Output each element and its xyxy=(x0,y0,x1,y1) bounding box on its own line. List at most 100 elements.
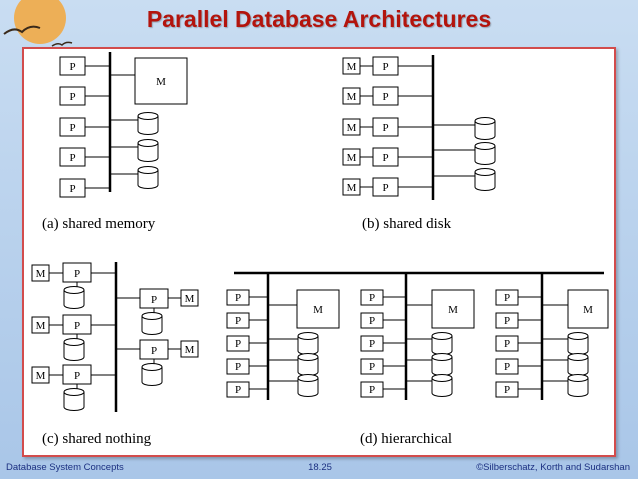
processor-box: P xyxy=(59,178,86,198)
caption-shared-disk: (b) shared disk xyxy=(362,216,452,232)
processor-box: P xyxy=(226,358,250,375)
svg-text:M: M xyxy=(347,152,357,164)
svg-text:P: P xyxy=(382,122,388,134)
svg-text:P: P xyxy=(69,61,75,73)
processor-box: P xyxy=(360,312,384,329)
memory-box: M xyxy=(342,148,361,166)
svg-text:P: P xyxy=(369,361,375,373)
processor-box: P xyxy=(495,335,519,352)
memory-box: M xyxy=(342,57,361,75)
svg-text:P: P xyxy=(235,384,241,396)
sun-icon xyxy=(14,0,66,44)
disk-icon xyxy=(431,353,453,376)
svg-text:P: P xyxy=(382,182,388,194)
svg-text:M: M xyxy=(448,304,458,316)
svg-text:M: M xyxy=(156,76,166,88)
processor-box: P xyxy=(495,358,519,375)
slide-logo xyxy=(0,0,80,56)
svg-text:M: M xyxy=(185,344,195,356)
svg-text:M: M xyxy=(583,304,593,316)
processor-box: P xyxy=(59,117,86,137)
shared-disk-diagram: M M M M M P P P P P (b) shared disk xyxy=(342,55,496,232)
svg-text:P: P xyxy=(151,345,157,357)
hierarchical-diagram: P P P P P M P P P P P xyxy=(226,271,609,447)
memory-box: M xyxy=(296,289,340,329)
svg-text:P: P xyxy=(504,338,510,350)
processor-box: P xyxy=(372,177,399,197)
processor-box: P xyxy=(62,364,92,385)
slide-title: Parallel Database Architectures xyxy=(146,6,492,32)
memory-box: M xyxy=(180,340,199,358)
svg-text:P: P xyxy=(382,91,388,103)
processor-box: P xyxy=(62,262,92,283)
processor-box: P xyxy=(139,288,169,309)
svg-text:P: P xyxy=(382,152,388,164)
caption-shared-nothing: (c) shared nothing xyxy=(42,431,152,447)
disk-icon xyxy=(567,353,589,376)
disk-icon xyxy=(567,374,589,397)
svg-text:P: P xyxy=(504,292,510,304)
processor-box: P xyxy=(360,358,384,375)
disk-icon xyxy=(431,374,453,397)
svg-text:P: P xyxy=(504,315,510,327)
svg-text:M: M xyxy=(347,91,357,103)
svg-text:P: P xyxy=(504,384,510,396)
disk-icon xyxy=(137,166,159,189)
processor-box: P xyxy=(59,147,86,167)
memory-box: M xyxy=(342,118,361,136)
disk-icon xyxy=(297,374,319,397)
disk-icon xyxy=(63,286,85,309)
disk-icon xyxy=(474,168,496,191)
svg-text:P: P xyxy=(151,294,157,306)
svg-text:P: P xyxy=(369,338,375,350)
hierarchical-node: P P P P P M xyxy=(495,273,609,400)
svg-text:M: M xyxy=(313,304,323,316)
processor-box: P xyxy=(372,147,399,167)
processor-box: P xyxy=(226,289,250,306)
disk-icon xyxy=(141,363,163,386)
memory-box: M xyxy=(342,87,361,105)
svg-text:P: P xyxy=(504,361,510,373)
svg-text:P: P xyxy=(74,320,80,332)
disk-icon xyxy=(431,332,453,355)
hierarchical-node: P P P P P M xyxy=(360,273,475,400)
disk-icon xyxy=(141,312,163,335)
svg-text:P: P xyxy=(369,384,375,396)
svg-text:P: P xyxy=(235,361,241,373)
bird-icon-small xyxy=(51,41,73,47)
processor-box: P xyxy=(372,86,399,106)
processor-box: P xyxy=(59,86,86,106)
hierarchical-node: P P P P P M xyxy=(226,273,340,400)
svg-text:M: M xyxy=(347,182,357,194)
processor-box: P xyxy=(139,339,169,360)
processor-box: P xyxy=(360,335,384,352)
memory-box: M xyxy=(134,57,188,105)
svg-text:P: P xyxy=(69,152,75,164)
footer-course-title: Database System Concepts xyxy=(6,462,124,473)
memory-box: M xyxy=(31,366,50,384)
disk-icon xyxy=(63,388,85,411)
memory-box: M xyxy=(431,289,475,329)
svg-text:M: M xyxy=(36,268,46,280)
processor-box: P xyxy=(495,381,519,398)
footer-slide-number: 18.25 xyxy=(308,462,332,473)
processor-box: P xyxy=(372,117,399,137)
svg-text:P: P xyxy=(235,338,241,350)
svg-text:M: M xyxy=(36,320,46,332)
memory-box: M xyxy=(180,289,199,307)
disk-icon xyxy=(474,117,496,140)
svg-text:P: P xyxy=(74,268,80,280)
svg-text:P: P xyxy=(235,292,241,304)
memory-box: M xyxy=(31,316,50,334)
processor-box: P xyxy=(226,335,250,352)
disk-icon xyxy=(297,332,319,355)
processor-box: P xyxy=(62,314,92,335)
disk-icon xyxy=(567,332,589,355)
svg-text:P: P xyxy=(69,91,75,103)
svg-text:P: P xyxy=(382,61,388,73)
memory-box: M xyxy=(567,289,609,329)
svg-text:M: M xyxy=(36,370,46,382)
shared-memory-diagram: P P P P P M (a) shared memory xyxy=(42,52,188,232)
svg-text:P: P xyxy=(69,122,75,134)
processor-box: P xyxy=(59,56,86,76)
